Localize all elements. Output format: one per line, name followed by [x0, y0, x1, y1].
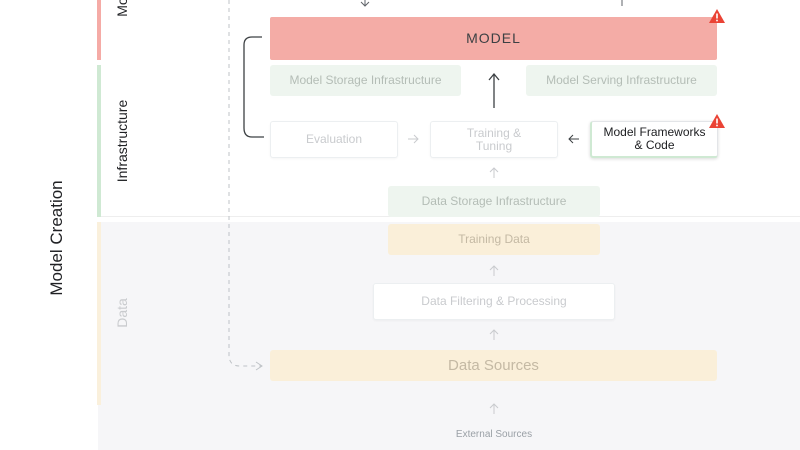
frameworks-to-training-arrowhead [568, 134, 574, 144]
sources-to-filtering-arrow [489, 329, 499, 340]
training-data-node[interactable]: Training Data [388, 224, 600, 255]
dashed-connector-arrowhead [255, 361, 263, 371]
model-section-stripe [97, 0, 101, 60]
top-arrow-left-head [360, 1, 370, 7]
data-filtering-node[interactable]: Data Filtering & Processing [373, 283, 615, 320]
data-storage-node[interactable]: Data Storage Infrastructure [388, 186, 600, 217]
evaluation-node[interactable]: Evaluation [270, 121, 398, 158]
model-frameworks-node[interactable]: Model Frameworks & Code [590, 121, 718, 158]
model-node[interactable]: MODEL [270, 17, 717, 60]
training-to-evaluation-arrowhead [413, 134, 419, 144]
training-to-model-arrowhead [488, 72, 500, 81]
data-section-stripe [97, 222, 101, 405]
training-tuning-node[interactable]: Training & Tuning [430, 121, 558, 158]
dashed-connector [228, 0, 262, 367]
filtering-to-training-data-arrow [489, 265, 499, 276]
warning-triangle-icon [709, 114, 725, 128]
evaluation-feedback-connector [243, 36, 264, 138]
warning-triangle-icon [709, 9, 725, 23]
data-section-background [98, 222, 800, 450]
infrastructure-section-stripe [97, 65, 101, 217]
external-sources-label: External Sources [455, 428, 533, 440]
model-storage-node[interactable]: Model Storage Infrastructure [270, 65, 461, 96]
model-serving-node[interactable]: Model Serving Infrastructure [526, 65, 717, 96]
data-sources-node[interactable]: Data Sources [270, 350, 717, 381]
storage-to-training-arrow [489, 167, 499, 178]
external-to-sources-arrow [489, 403, 499, 414]
